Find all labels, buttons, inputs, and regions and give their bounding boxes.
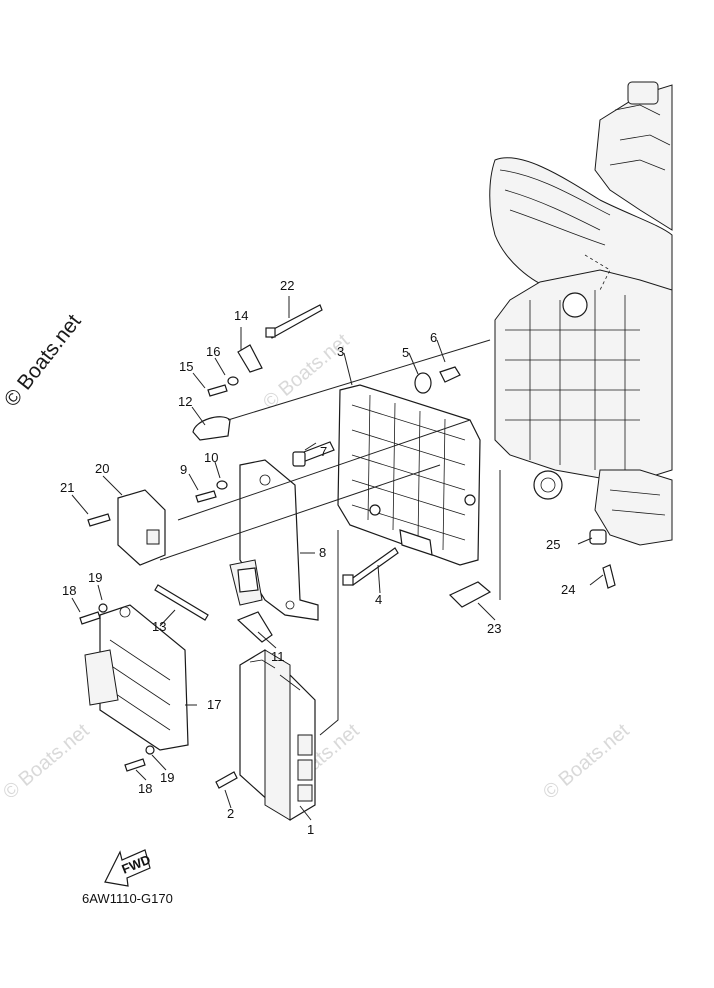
diagram-code: 6AW1110-G170 xyxy=(82,891,173,906)
callout-3: 3 xyxy=(337,344,344,359)
callout-25: 25 xyxy=(546,537,560,552)
callout-8: 8 xyxy=(319,545,326,560)
callout-9: 9 xyxy=(180,462,187,477)
callout-22: 22 xyxy=(280,278,294,293)
callout-24: 24 xyxy=(561,582,575,597)
callout-4: 4 xyxy=(375,592,382,607)
part-1-ecu xyxy=(239,649,316,821)
callout-11: 11 xyxy=(271,649,285,664)
watermark-faint: © Boats.net xyxy=(0,719,94,803)
callout-5: 5 xyxy=(402,345,409,360)
callout-17: 17 xyxy=(207,697,221,712)
callout-10: 10 xyxy=(204,450,218,465)
small-parts xyxy=(79,304,616,789)
callout-18b: 18 xyxy=(138,781,152,796)
callout-6: 6 xyxy=(430,330,437,345)
watermark-faint: © Boats.net xyxy=(539,719,634,803)
leader-lines xyxy=(71,296,604,821)
part-20-relay xyxy=(117,489,166,566)
callout-12: 12 xyxy=(178,394,192,409)
callout-2: 2 xyxy=(227,806,234,821)
callout-labels: 1 2 3 4 5 6 7 8 9 10 11 12 13 14 15 16 1… xyxy=(60,278,575,837)
part-8-mount-bracket xyxy=(229,459,319,621)
callout-15: 15 xyxy=(179,359,193,374)
callout-18a: 18 xyxy=(62,583,76,598)
callout-1: 1 xyxy=(307,822,314,837)
callout-19a: 19 xyxy=(88,570,102,585)
watermark-main: © Boats.net xyxy=(0,310,86,411)
callout-13: 13 xyxy=(152,619,166,634)
callout-21: 21 xyxy=(60,480,74,495)
callout-14: 14 xyxy=(234,308,248,323)
callout-7: 7 xyxy=(320,444,327,459)
fwd-arrow: FWD xyxy=(104,849,153,887)
callout-19b: 19 xyxy=(160,770,174,785)
callout-16: 16 xyxy=(206,344,220,359)
part-17-plate xyxy=(84,604,189,751)
engine-block-drawing xyxy=(489,81,673,546)
callout-20: 20 xyxy=(95,461,109,476)
callout-23: 23 xyxy=(487,621,501,636)
